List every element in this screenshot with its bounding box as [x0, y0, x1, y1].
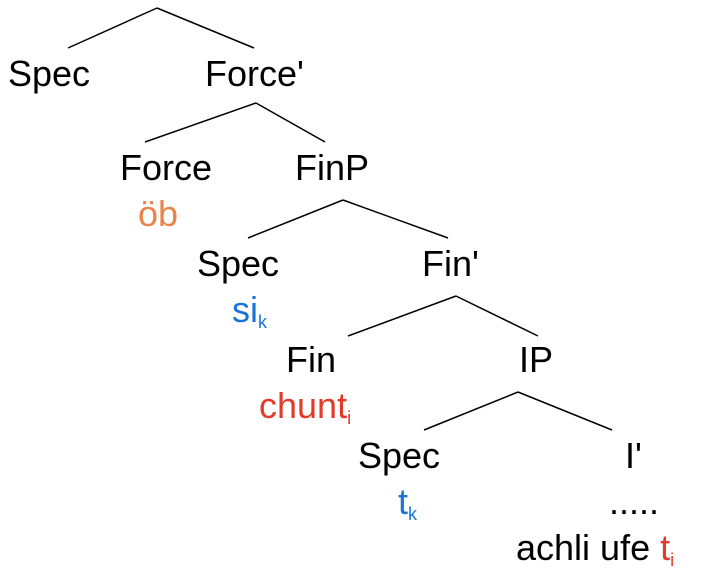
vp-words: achli ufe ti [516, 527, 675, 570]
verb-index: i [347, 408, 352, 428]
branch-forcebar-left [144, 102, 257, 143]
branch-finbar-right [455, 295, 539, 337]
ellipsis: ..... [609, 481, 660, 522]
branch-finp-right [342, 199, 449, 239]
trace-k: tk [398, 481, 417, 524]
node-force-bar: Force' [205, 53, 304, 94]
trace-i-text: t [660, 527, 671, 568]
pronoun-index: k [258, 312, 267, 332]
word-si: sik [232, 289, 267, 332]
node-force: Force [120, 147, 213, 188]
trace-i-index: i [670, 550, 675, 570]
word-ob: öb [138, 193, 179, 234]
branch-finbar-left [347, 295, 457, 337]
branch-root-right [156, 7, 255, 49]
trace-k-text: t [398, 481, 409, 522]
branch-forcebar-right [255, 102, 326, 143]
verb-text: chunt [259, 385, 348, 426]
node-finp: FinP [295, 147, 370, 188]
vp-text: achli ufe [516, 527, 651, 568]
node-i-bar: I' [625, 435, 642, 476]
node-spec-fin: Spec [197, 243, 280, 284]
node-spec-ip: Spec [358, 435, 441, 476]
word-chunt: chunti [259, 385, 351, 428]
branch-ip-left [423, 391, 519, 431]
trace-k-index: k [408, 504, 418, 524]
branch-finp-left [247, 199, 344, 239]
branch-ip-right [517, 391, 613, 431]
node-fin: Fin [286, 339, 337, 380]
node-ip: IP [519, 339, 554, 380]
branch-root-left [67, 7, 158, 49]
node-fin-bar: Fin' [422, 243, 479, 284]
pronoun-text: si [232, 289, 258, 330]
node-spec-top: Spec [8, 53, 91, 94]
trace-i: ti [660, 527, 675, 570]
